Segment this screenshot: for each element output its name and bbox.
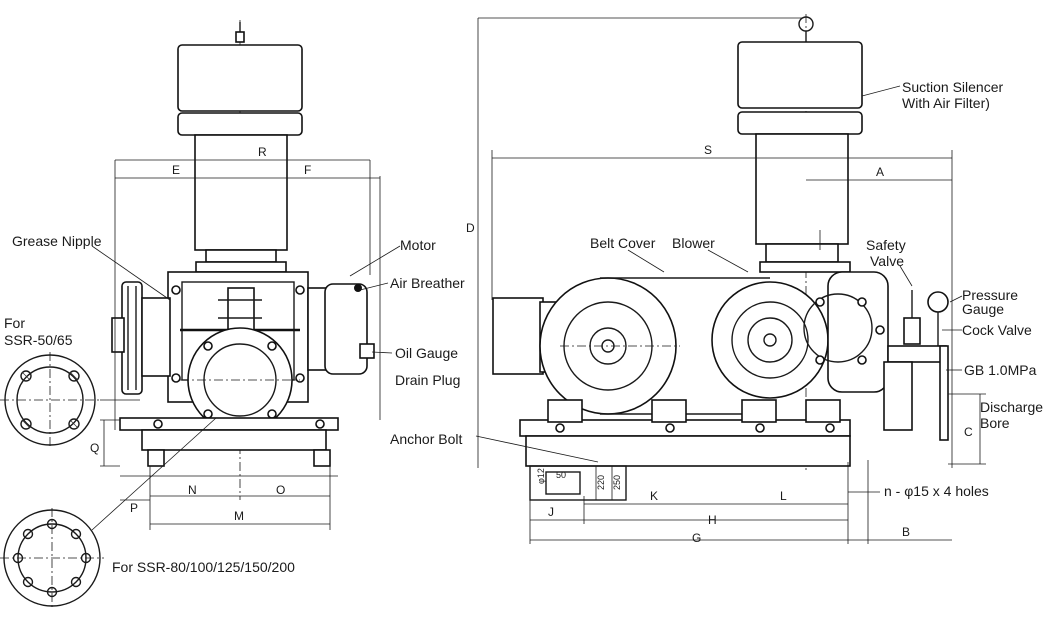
base-end	[119, 417, 339, 467]
label-cock-valve: Cock Valve	[962, 322, 1032, 338]
blower-housing-side	[803, 271, 889, 393]
discharge-pipe	[883, 345, 949, 441]
flange-4-holes	[0, 352, 100, 448]
dim-N: N	[188, 483, 197, 497]
dim-P: P	[130, 501, 138, 515]
base-side	[519, 399, 851, 467]
end-view: R E F Q N O P M Grease Nipple Motor Air …	[0, 20, 465, 610]
discharge-flange-end	[180, 327, 300, 433]
label-suction-silencer-1: Suction Silencer	[902, 79, 1004, 95]
dim-E: E	[172, 163, 180, 177]
label-discharge-bore-2: Bore	[980, 415, 1010, 431]
label-anchor-bolt: Anchor Bolt	[390, 431, 462, 447]
pressure-gauge	[927, 291, 949, 346]
label-discharge-bore-1: Discharge	[980, 399, 1043, 415]
dim-M: M	[234, 509, 244, 523]
pulley-end	[111, 281, 171, 395]
dim-D: D	[466, 221, 475, 235]
dim-K: K	[650, 489, 658, 503]
dim-O: O	[276, 483, 285, 497]
side-view: D S A C J K L H G B φ12 50 220 250 Sucti…	[390, 14, 1043, 545]
dim-G: G	[692, 531, 701, 545]
dim-J: J	[548, 505, 554, 519]
suction-silencer-end	[177, 44, 303, 251]
dim-phi12: φ12	[536, 468, 546, 484]
label-blower: Blower	[672, 235, 715, 251]
label-safety-valve-2: Valve	[870, 253, 904, 269]
dim-F: F	[304, 163, 311, 177]
label-for-small-1: For	[4, 315, 25, 331]
label-pressure-gauge-2: Gauge	[962, 301, 1004, 317]
belt-cover	[539, 277, 829, 415]
label-oil-gauge: Oil Gauge	[395, 345, 458, 361]
suction-silencer-side	[737, 41, 863, 273]
label-motor: Motor	[400, 237, 436, 253]
label-for-small-2: SSR-50/65	[4, 332, 73, 348]
label-grease-nipple: Grease Nipple	[12, 233, 102, 249]
label-drain-plug: Drain Plug	[395, 372, 460, 388]
label-air-breather: Air Breather	[390, 275, 465, 291]
dim-L: L	[780, 489, 787, 503]
dim-50: 50	[556, 470, 566, 480]
dim-220: 220	[596, 475, 606, 490]
dim-A: A	[876, 165, 884, 179]
dim-250: 250	[612, 475, 622, 490]
anchor-detail	[529, 465, 627, 501]
label-for-large: For SSR-80/100/125/150/200	[112, 559, 295, 575]
dim-S: S	[704, 143, 712, 157]
dim-H: H	[708, 513, 717, 527]
label-belt-cover: Belt Cover	[590, 235, 656, 251]
label-gb-pressure: GB 1.0MPa	[964, 362, 1037, 378]
dim-B: B	[902, 525, 910, 539]
label-safety-valve-1: Safety	[866, 237, 906, 253]
safety-valve	[903, 290, 921, 345]
motor-end	[307, 283, 375, 375]
label-pressure-gauge-1: Pressure	[962, 287, 1018, 303]
flange-8-holes	[0, 508, 104, 610]
dim-C: C	[964, 425, 973, 439]
label-holes-note: n - φ15 x 4 holes	[884, 483, 989, 499]
dim-R: R	[258, 145, 267, 159]
dim-Q: Q	[90, 441, 99, 455]
label-suction-silencer-2: With Air Filter)	[902, 95, 990, 111]
